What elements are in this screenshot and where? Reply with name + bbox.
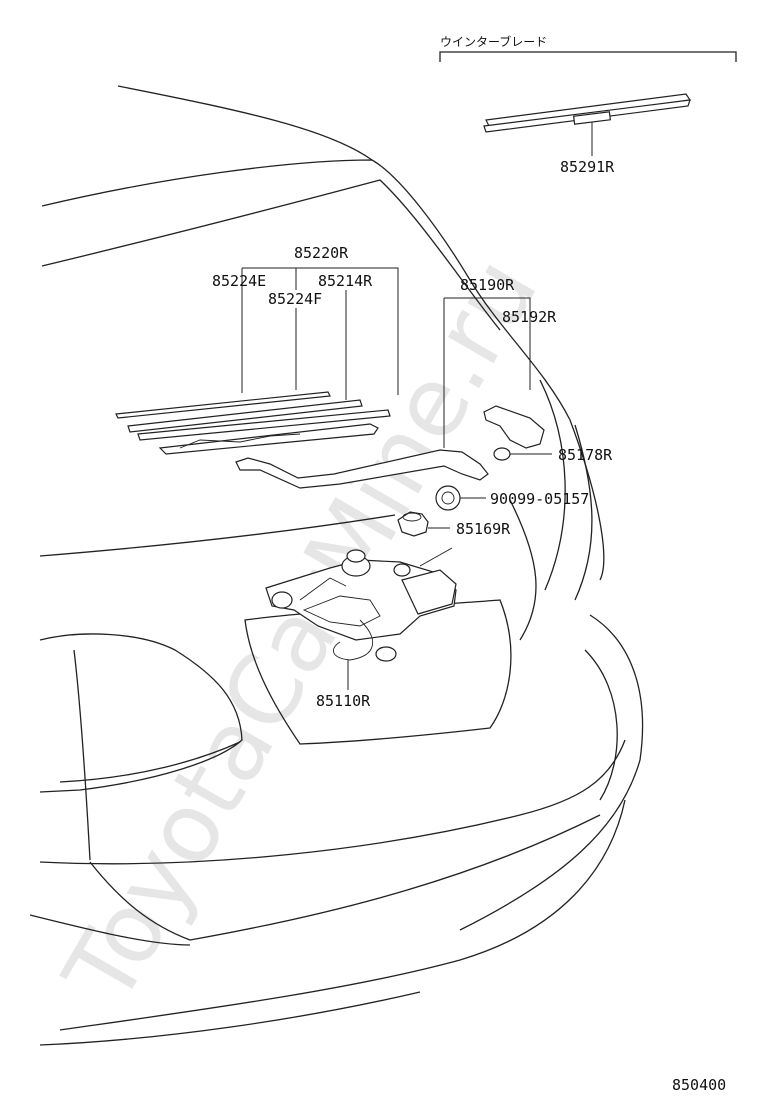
part-label-85291R[interactable]: 85291R	[560, 158, 615, 176]
winter-blade-header: ウインターブレード	[440, 34, 547, 49]
part-label-85169R[interactable]: 85169R	[456, 520, 511, 538]
part-label-85224E[interactable]: 85224E	[212, 272, 266, 290]
part-label-85192R[interactable]: 85192R	[502, 308, 557, 326]
wiper-motor-illustration	[265, 547, 457, 690]
part-label-85214R[interactable]: 85214R	[318, 272, 373, 290]
part-label-85110R[interactable]: 85110R	[316, 692, 371, 710]
diagram-code: 850400	[672, 1076, 726, 1094]
winter-blade-illustration	[439, 51, 737, 156]
part-label-85224F[interactable]: 85224F	[268, 290, 322, 308]
wiper-arm-illustration	[235, 297, 552, 537]
part-label-85178R[interactable]: 85178R	[558, 446, 613, 464]
blade-assembly-illustration	[115, 267, 399, 455]
part-label-85220R[interactable]: 85220R	[294, 244, 349, 262]
part-label-90099-05157[interactable]: 90099-05157	[490, 490, 589, 508]
watermark-text: ToyotaCarMine.ru	[42, 239, 559, 1022]
part-label-85190R[interactable]: 85190R	[460, 276, 515, 294]
